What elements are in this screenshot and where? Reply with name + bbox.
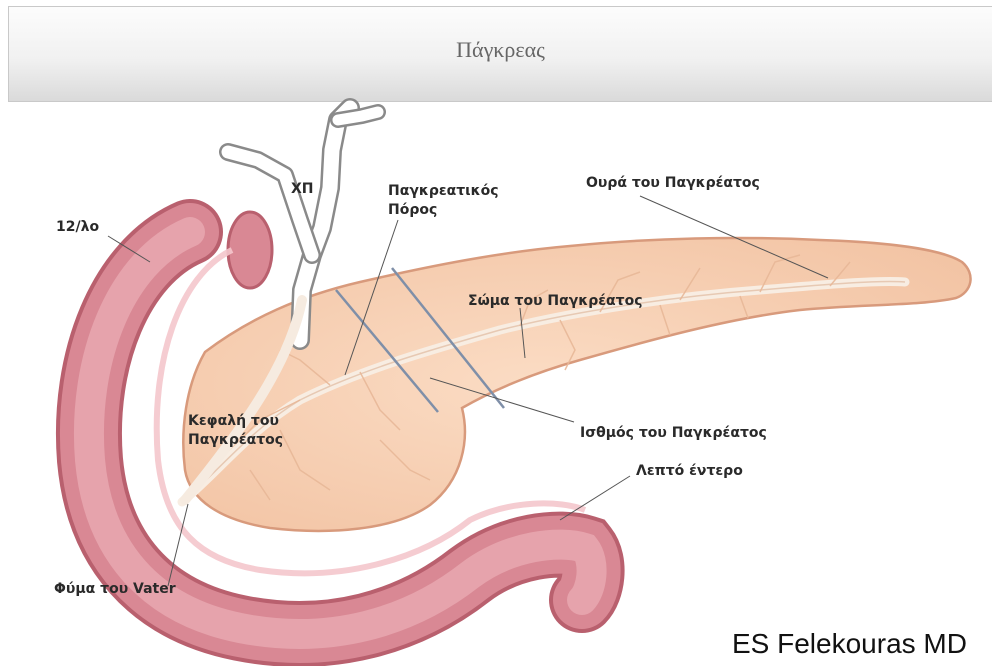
label-pancreatic-duct-1: Παγκρεατικός [388,182,499,201]
label-pancreatic-duct-2: Πόρος [388,201,437,220]
label-duodenum: 12/λο [56,218,99,237]
author-credit: ES Felekouras MD [732,628,967,660]
label-isthmus: Ισθμός του Παγκρέατος [580,424,767,443]
label-head-1: Κεφαλή του [188,412,279,431]
label-cbd: ΧΠ [291,180,314,199]
label-small-intestine: Λεπτό έντερο [636,462,743,481]
label-head-2: Παγκρέατος [188,431,283,450]
label-tail: Ουρά του Παγκρέατος [586,174,760,193]
label-vater: Φύμα του Vater [54,580,176,599]
label-body: Σώμα του Παγκρέατος [468,292,643,311]
